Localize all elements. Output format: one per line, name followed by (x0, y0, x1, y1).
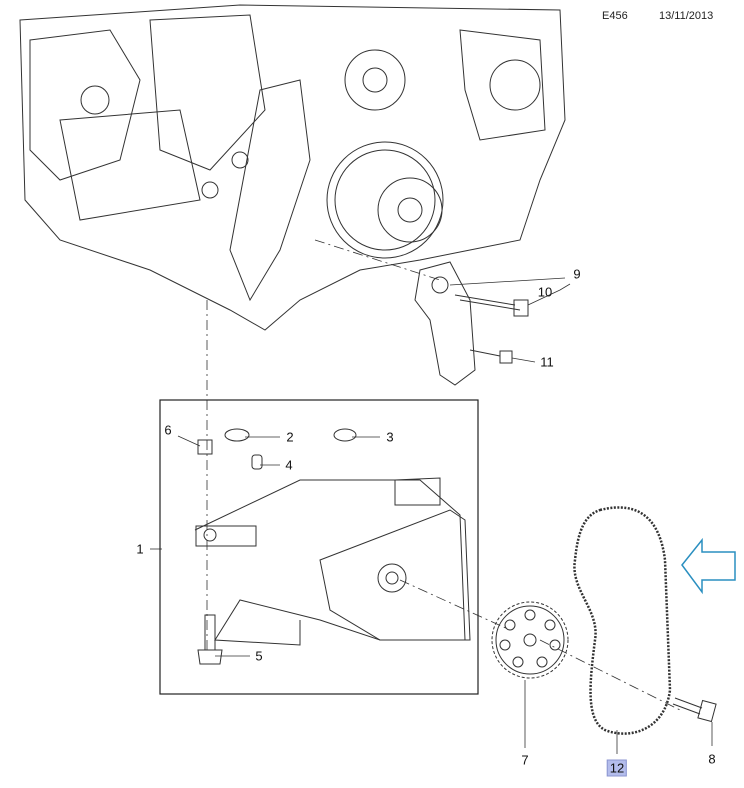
callout-2[interactable]: 2 (286, 429, 294, 445)
callout-4[interactable]: 4 (285, 457, 293, 473)
timing-chain (573, 506, 672, 735)
callout-9[interactable]: 9 (573, 266, 581, 282)
callout-1[interactable]: 1 (136, 541, 144, 557)
callout-5[interactable]: 5 (255, 648, 263, 664)
diagram-code: E456 (602, 10, 628, 22)
engine-block (19, 4, 566, 331)
tensioner-assembly (414, 261, 529, 386)
callout-12-highlighted[interactable]: 12 (606, 759, 628, 777)
view-direction-arrow-icon (681, 537, 736, 595)
callout-10[interactable]: 10 (537, 284, 553, 300)
oil-pump-frame (159, 399, 479, 695)
sprocket (491, 601, 569, 679)
callout-7[interactable]: 7 (521, 752, 529, 768)
callout-6[interactable]: 6 (164, 422, 172, 438)
chain-guide-bolt (672, 697, 717, 723)
oil-pump (194, 428, 471, 665)
leader-lines (150, 239, 713, 754)
callout-3[interactable]: 3 (386, 429, 394, 445)
callout-8[interactable]: 8 (708, 751, 716, 767)
callout-11[interactable]: 11 (540, 354, 554, 370)
diagram-date: 13/11/2013 (659, 10, 714, 22)
